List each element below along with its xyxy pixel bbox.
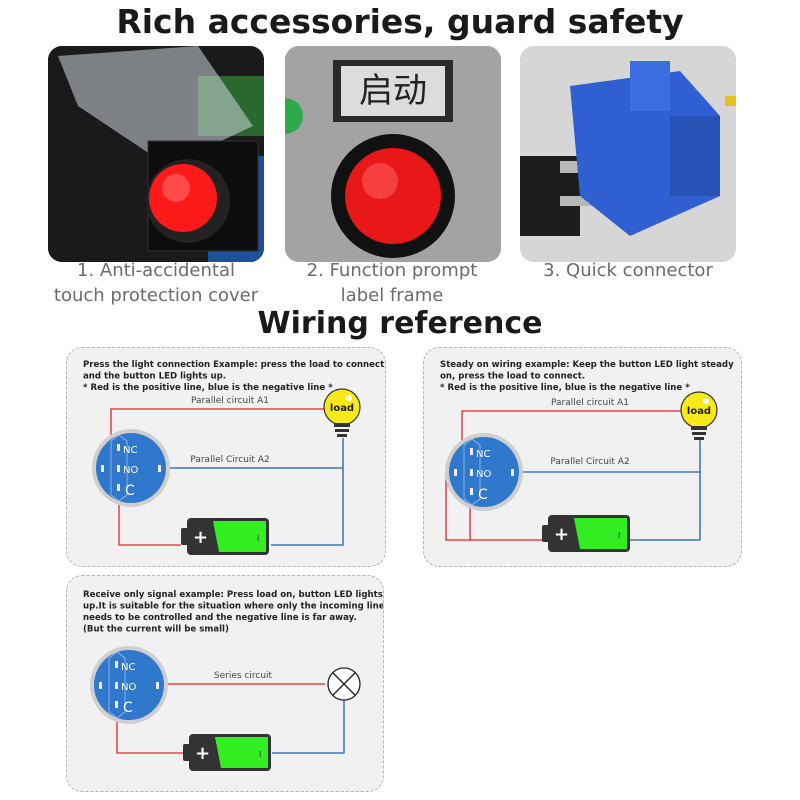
caption-line: 1. Anti-accidental xyxy=(77,260,235,281)
panel-description-line: up.It is suitable for the situation wher… xyxy=(83,602,383,612)
pin-c xyxy=(115,701,118,708)
battery-icon: + I xyxy=(183,734,271,771)
protection-cover-image xyxy=(48,46,264,262)
switch-face xyxy=(449,437,519,507)
load-bulb-icon: load xyxy=(323,388,361,437)
load-label: load xyxy=(330,403,354,414)
caption-line: touch protection cover xyxy=(53,285,259,306)
switch-terminal-diagram: NC NO C xyxy=(445,433,523,511)
switch-terminal-diagram: NC NO C xyxy=(92,429,170,507)
pin-label-c: C xyxy=(125,483,135,499)
load-label: load xyxy=(687,406,711,417)
function-label-text: 启动 xyxy=(359,71,427,111)
panel-description-line: Press the light connection Example: pres… xyxy=(83,360,385,370)
circuit-label-a1: Parallel circuit A1 xyxy=(191,396,269,406)
battery-icon: + I xyxy=(542,515,630,552)
protection-cover-photo xyxy=(48,46,264,262)
panel-description-line: needs to be controlled and the negative … xyxy=(83,613,357,623)
header-title: Rich accessories, guard safety xyxy=(116,2,684,41)
panel-description-line: Receive only signal example: Press load … xyxy=(83,590,383,600)
pin-label-nc: NC xyxy=(476,449,490,460)
negative-wire-a2 xyxy=(161,438,344,546)
panel-description-line: * Red is the positive line, blue is the … xyxy=(83,383,333,393)
quick-connector-photo xyxy=(520,46,736,262)
panel-description-line: (But the current will be small) xyxy=(83,625,229,635)
battery-minus-label: I xyxy=(259,750,261,759)
label-frame-image xyxy=(285,46,501,262)
negative-wire-a2 xyxy=(518,440,701,541)
positive-wire-battery xyxy=(118,496,181,546)
pin-nc xyxy=(115,661,118,668)
pin-nc xyxy=(470,448,473,455)
wiring-panel-signal-only: Receive only signal example: Press load … xyxy=(66,575,384,792)
circuit-label-series: Series circuit xyxy=(214,671,273,681)
circuit-label-a2: Parallel Circuit A2 xyxy=(550,457,629,467)
wiring-panel-steady-on: Steady on wiring example: Keep the butto… xyxy=(423,347,742,567)
pin-c xyxy=(470,488,473,495)
pin-label-no: NO xyxy=(123,465,138,476)
feature-caption-3: 3. Quick connector xyxy=(508,258,748,283)
wiring-title: Wiring reference xyxy=(257,306,543,341)
battery-plus-label: + xyxy=(554,524,569,545)
caption-line: 2. Function prompt xyxy=(306,260,478,281)
battery-plus-label: + xyxy=(195,743,210,764)
switch-contact-outline xyxy=(108,651,126,719)
feature-caption-2: 2. Function prompt label frame xyxy=(272,258,512,308)
caption-line: 3. Quick connector xyxy=(543,260,713,281)
pin-led-positive xyxy=(454,469,457,476)
switch-face xyxy=(94,650,164,720)
negative-wire xyxy=(272,700,345,754)
pin-no xyxy=(470,469,473,476)
pin-led-positive xyxy=(101,465,104,472)
caption-line: label frame xyxy=(340,285,444,306)
circuit-label-a1: Parallel circuit A1 xyxy=(551,398,629,408)
panel-description-line: * Red is the positive line, blue is the … xyxy=(440,383,690,393)
quick-connector-image xyxy=(520,46,736,262)
pin-led-negative xyxy=(511,469,514,476)
pin-label-c: C xyxy=(123,700,133,716)
label-frame-photo: 启动 xyxy=(285,46,501,262)
circuit-label-a2: Parallel Circuit A2 xyxy=(190,455,269,465)
pin-c xyxy=(117,484,120,491)
pin-nc xyxy=(117,444,120,451)
battery-minus-label: I xyxy=(618,531,620,540)
pin-led-negative xyxy=(158,465,161,472)
load-bulb-icon: load xyxy=(680,391,718,440)
pin-label-nc: NC xyxy=(123,445,137,456)
feature-caption-1: 1. Anti-accidental touch protection cove… xyxy=(36,258,276,308)
panel-description-line: Steady on wiring example: Keep the butto… xyxy=(440,360,734,370)
lamp-symbol-icon xyxy=(327,667,361,701)
switch-contact-outline xyxy=(463,438,481,506)
switch-face xyxy=(96,433,166,503)
pin-led-negative xyxy=(156,682,159,689)
panel-description-line: on, press the load to connect. xyxy=(440,372,585,382)
pin-led-positive xyxy=(99,682,102,689)
battery-plus-label: + xyxy=(193,527,208,548)
switch-terminal-diagram: NC NO C xyxy=(90,646,168,724)
battery-minus-label: I xyxy=(257,534,259,543)
pin-no xyxy=(115,682,118,689)
pin-label-no: NO xyxy=(476,469,491,480)
switch-contact-outline xyxy=(110,434,128,502)
pin-no xyxy=(117,465,120,472)
pin-label-nc: NC xyxy=(121,662,135,673)
battery-icon: + I xyxy=(181,518,269,555)
pin-label-c: C xyxy=(478,487,488,503)
pin-label-no: NO xyxy=(121,682,136,693)
wiring-panel-momentary: Press the light connection Example: pres… xyxy=(66,347,386,567)
panel-description-line: and the button LED lights up. xyxy=(83,372,226,382)
